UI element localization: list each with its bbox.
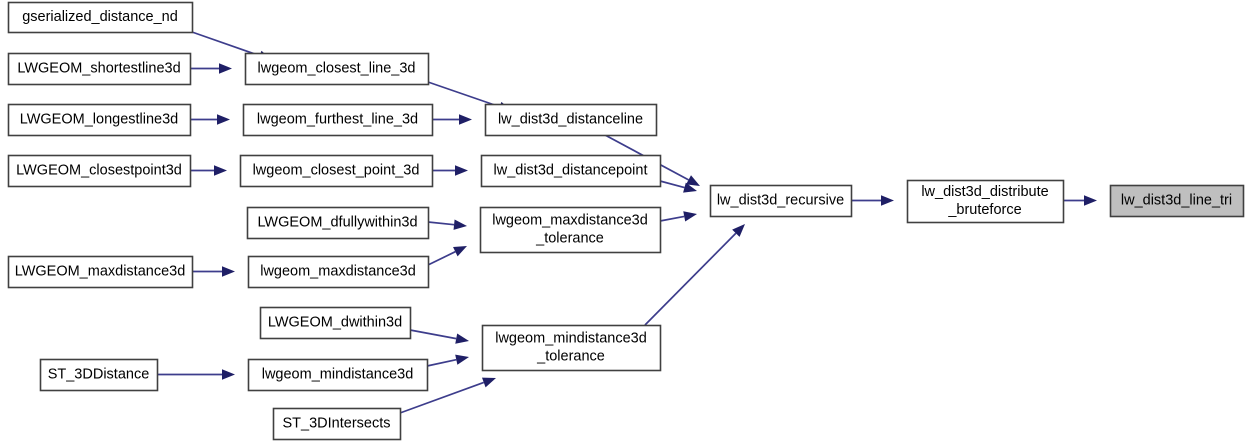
node-box-gserialized_distance_nd[interactable] bbox=[7, 1, 194, 34]
node-box-lw_dist3d_line_tri[interactable] bbox=[1109, 184, 1245, 218]
node-lwgeom_mindistance3d_tolerance[interactable]: lwgeom_mindistance3d_tolerance bbox=[481, 324, 662, 372]
node-label-lwgeom_furthest_line_3d: lwgeom_furthest_line_3d bbox=[257, 111, 418, 127]
node-box-ST_3DDistance[interactable] bbox=[39, 358, 159, 392]
node-LWGEOM_longestline3d[interactable]: LWGEOM_longestline3d bbox=[7, 103, 192, 137]
node-box-lwgeom_maxdistance3d_tolerance[interactable] bbox=[479, 206, 662, 254]
node-LWGEOM_maxdistance3d[interactable]: LWGEOM_maxdistance3d bbox=[7, 255, 194, 289]
node-label-lw_dist3d_distanceline: lw_dist3d_distanceline bbox=[498, 111, 643, 127]
node-label-lw_dist3d_recursive: lw_dist3d_recursive bbox=[717, 192, 844, 208]
node-label-lwgeom_mindistance3d: lwgeom_mindistance3d bbox=[262, 366, 414, 382]
node-box-LWGEOM_longestline3d[interactable] bbox=[7, 103, 192, 137]
node-lwgeom_closest_point_3d[interactable]: lwgeom_closest_point_3d bbox=[239, 154, 434, 188]
node-label-lwgeom_maxdistance3d: lwgeom_maxdistance3d bbox=[260, 263, 416, 279]
node-lw_dist3d_line_tri[interactable]: lw_dist3d_line_tri bbox=[1109, 184, 1245, 218]
node-box-ST_3DIntersects[interactable] bbox=[272, 407, 402, 441]
edge-lwgeom_furthest_line_3d-to-lw_dist3d_distanceline bbox=[432, 114, 472, 125]
node-lwgeom_mindistance3d[interactable]: lwgeom_mindistance3d bbox=[247, 358, 429, 392]
node-label-LWGEOM_closestpoint3d: LWGEOM_closestpoint3d bbox=[16, 162, 182, 178]
node-ST_3DIntersects[interactable]: ST_3DIntersects bbox=[272, 407, 402, 441]
node-label-lw_dist3d_distancepoint: lw_dist3d_distancepoint bbox=[494, 162, 648, 178]
node-box-LWGEOM_shortestline3d[interactable] bbox=[7, 52, 192, 86]
node-label-lw_dist3d_distribute_bruteforce: lw_dist3d_distribute_bruteforce bbox=[921, 184, 1048, 218]
node-LWGEOM_shortestline3d[interactable]: LWGEOM_shortestline3d bbox=[7, 52, 192, 86]
node-label-LWGEOM_dwithin3d: LWGEOM_dwithin3d bbox=[268, 314, 402, 330]
edge-LWGEOM_dwithin3d-to-lwgeom_mindistance3d_tolerance bbox=[409, 329, 469, 344]
node-box-lw_dist3d_distanceline[interactable] bbox=[484, 103, 658, 137]
node-LWGEOM_dwithin3d[interactable]: LWGEOM_dwithin3d bbox=[259, 306, 412, 340]
node-label-lwgeom_maxdistance3d_tolerance: lwgeom_maxdistance3d_tolerance bbox=[492, 212, 648, 246]
node-lw_dist3d_recursive[interactable]: lw_dist3d_recursive bbox=[709, 184, 853, 218]
node-lw_dist3d_distancepoint[interactable]: lw_dist3d_distancepoint bbox=[480, 154, 662, 188]
node-gserialized_distance_nd[interactable]: gserialized_distance_nd bbox=[7, 1, 194, 34]
node-LWGEOM_closestpoint3d[interactable]: LWGEOM_closestpoint3d bbox=[7, 154, 192, 188]
node-box-LWGEOM_dfullywithin3d[interactable] bbox=[246, 206, 430, 240]
node-lwgeom_furthest_line_3d[interactable]: lwgeom_furthest_line_3d bbox=[242, 103, 434, 137]
node-label-lwgeom_mindistance3d_tolerance: lwgeom_mindistance3d_tolerance bbox=[495, 330, 647, 364]
edge-lw_dist3d_distancepoint-to-lw_dist3d_recursive bbox=[659, 180, 697, 193]
edge-lwgeom_mindistance3d-to-lwgeom_mindistance3d_tolerance bbox=[426, 354, 469, 367]
node-box-lw_dist3d_distribute_bruteforce[interactable] bbox=[906, 179, 1065, 224]
edge-lwgeom_maxdistance3d_tolerance-to-lw_dist3d_recursive bbox=[659, 211, 697, 222]
node-box-lwgeom_closest_point_3d[interactable] bbox=[239, 154, 434, 188]
node-label-LWGEOM_shortestline3d: LWGEOM_shortestline3d bbox=[17, 60, 180, 76]
edge-ST_3DIntersects-to-lwgeom_mindistance3d_tolerance bbox=[399, 377, 496, 414]
edge-lw_dist3d_recursive-to-lw_dist3d_distribute_bruteforce bbox=[851, 195, 894, 206]
node-lw_dist3d_distribute_bruteforce[interactable]: lw_dist3d_distribute_bruteforce bbox=[906, 179, 1065, 224]
node-box-lwgeom_maxdistance3d[interactable] bbox=[247, 255, 430, 289]
edge-LWGEOM_longestline3d-to-lwgeom_furthest_line_3d bbox=[190, 114, 230, 125]
node-box-LWGEOM_closestpoint3d[interactable] bbox=[7, 154, 192, 188]
node-box-LWGEOM_maxdistance3d[interactable] bbox=[7, 255, 194, 289]
node-label-lw_dist3d_line_tri: lw_dist3d_line_tri bbox=[1121, 192, 1232, 208]
edge-lw_dist3d_distribute_bruteforce-to-lw_dist3d_line_tri bbox=[1063, 195, 1097, 206]
node-LWGEOM_dfullywithin3d[interactable]: LWGEOM_dfullywithin3d bbox=[246, 206, 430, 240]
edge-LWGEOM_closestpoint3d-to-lwgeom_closest_point_3d bbox=[190, 165, 227, 176]
node-label-ST_3DIntersects: ST_3DIntersects bbox=[283, 415, 391, 431]
node-label-lwgeom_closest_line_3d: lwgeom_closest_line_3d bbox=[258, 60, 416, 76]
edge-LWGEOM_dfullywithin3d-to-lwgeom_maxdistance3d_tolerance bbox=[427, 219, 467, 230]
node-box-lw_dist3d_distancepoint[interactable] bbox=[480, 154, 662, 188]
edge-lwgeom_maxdistance3d-to-lwgeom_maxdistance3d_tolerance bbox=[427, 246, 467, 266]
node-label-LWGEOM_maxdistance3d: LWGEOM_maxdistance3d bbox=[15, 263, 186, 279]
node-box-lwgeom_mindistance3d_tolerance[interactable] bbox=[481, 324, 662, 372]
node-label-ST_3DDistance: ST_3DDistance bbox=[48, 366, 150, 382]
node-label-lwgeom_closest_point_3d: lwgeom_closest_point_3d bbox=[253, 162, 420, 178]
node-label-LWGEOM_dfullywithin3d: LWGEOM_dfullywithin3d bbox=[257, 214, 417, 230]
node-label-LWGEOM_longestline3d: LWGEOM_longestline3d bbox=[20, 111, 179, 127]
node-box-lwgeom_furthest_line_3d[interactable] bbox=[242, 103, 434, 137]
node-box-lw_dist3d_recursive[interactable] bbox=[709, 184, 853, 218]
edge-ST_3DDistance-to-lwgeom_mindistance3d bbox=[157, 369, 235, 380]
node-label-gserialized_distance_nd: gserialized_distance_nd bbox=[22, 9, 178, 25]
edge-lwgeom_mindistance3d_tolerance-to-lw_dist3d_recursive bbox=[644, 224, 745, 326]
edge-LWGEOM_maxdistance3d-to-lwgeom_maxdistance3d bbox=[192, 266, 235, 277]
node-lwgeom_maxdistance3d_tolerance[interactable]: lwgeom_maxdistance3d_tolerance bbox=[479, 206, 662, 254]
node-box-lwgeom_mindistance3d[interactable] bbox=[247, 358, 429, 392]
edge-lwgeom_closest_point_3d-to-lw_dist3d_distancepoint bbox=[432, 165, 468, 176]
node-lwgeom_closest_line_3d[interactable]: lwgeom_closest_line_3d bbox=[244, 52, 430, 86]
node-box-LWGEOM_dwithin3d[interactable] bbox=[259, 306, 412, 340]
node-layer: gserialized_distance_ndLWGEOM_shortestli… bbox=[7, 1, 1245, 441]
node-lwgeom_maxdistance3d[interactable]: lwgeom_maxdistance3d bbox=[247, 255, 430, 289]
node-ST_3DDistance[interactable]: ST_3DDistance bbox=[39, 358, 159, 392]
edge-LWGEOM_shortestline3d-to-lwgeom_closest_line_3d bbox=[190, 63, 232, 74]
node-box-lwgeom_closest_line_3d[interactable] bbox=[244, 52, 430, 86]
node-lw_dist3d_distanceline[interactable]: lw_dist3d_distanceline bbox=[484, 103, 658, 137]
